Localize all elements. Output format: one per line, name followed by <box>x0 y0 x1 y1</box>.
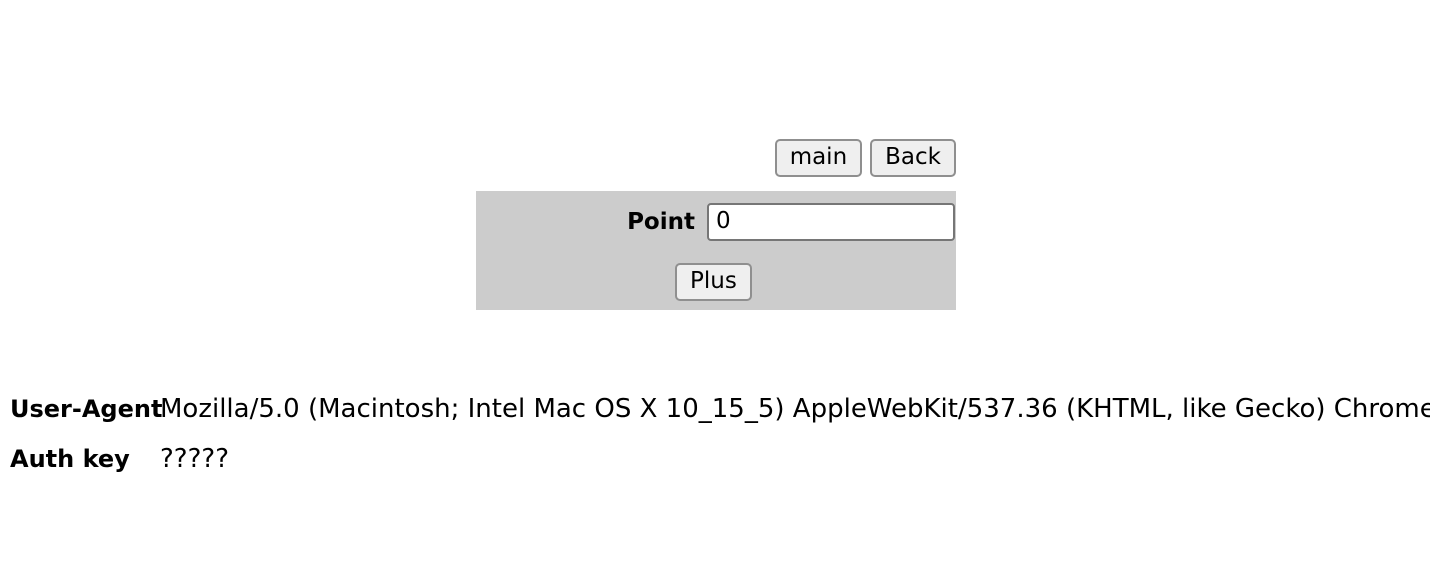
user-agent-label: User-Agent <box>10 395 163 423</box>
auth-key-value: ????? <box>160 444 229 474</box>
submit-row: Plus <box>476 262 956 302</box>
back-button[interactable]: Back <box>870 139 956 177</box>
point-input[interactable] <box>707 203 955 241</box>
auth-key-label: Auth key <box>10 445 130 473</box>
request-info-list: User-Agent Mozilla/5.0 (Macintosh; Intel… <box>10 396 1430 472</box>
auth-key-row: Auth key ????? <box>10 446 1430 472</box>
user-agent-value: Mozilla/5.0 (Macintosh; Intel Mac OS X 1… <box>160 394 1430 424</box>
nav-button-row: main Back <box>476 139 956 177</box>
point-label: Point <box>627 208 695 235</box>
main-button[interactable]: main <box>774 139 863 177</box>
point-form-panel: Point Plus <box>476 191 956 310</box>
point-field-row: Point <box>476 202 956 242</box>
user-agent-row: User-Agent Mozilla/5.0 (Macintosh; Intel… <box>10 396 1430 422</box>
plus-button[interactable]: Plus <box>675 263 752 301</box>
